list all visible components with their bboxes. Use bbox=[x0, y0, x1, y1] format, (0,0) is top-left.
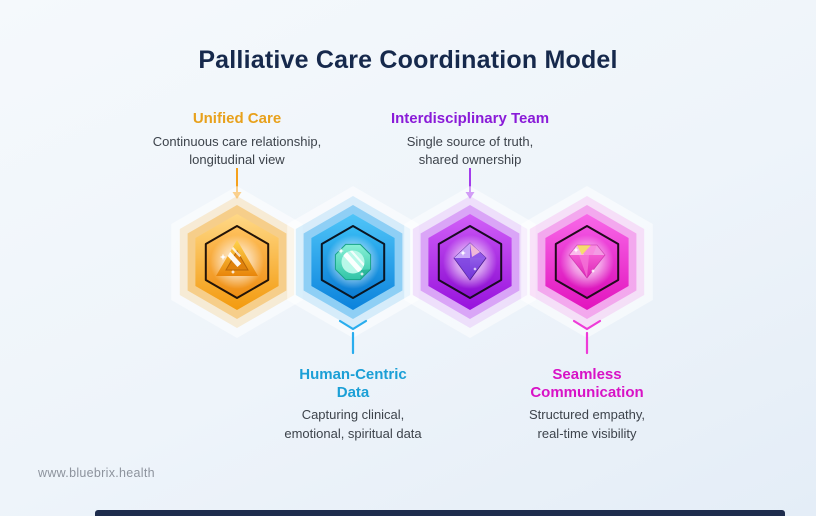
item-title-seamless-communication: Seamless Communication bbox=[530, 366, 644, 401]
hexagon-human-centric-data bbox=[287, 186, 419, 338]
item-description-interdisciplinary-team: Single source of truth, shared ownership bbox=[406, 133, 534, 167]
crystal-gem-icon bbox=[443, 235, 497, 289]
hexagon-unified-care bbox=[171, 186, 303, 338]
item-description-seamless-communication: Structured empathy, real-time visibility bbox=[528, 407, 646, 441]
label-seamless-communication: Seamless Communication Structured empath… bbox=[472, 366, 702, 443]
diamond-gem-icon bbox=[560, 235, 614, 289]
label-unified-care: Unified Care Continuous care relationshi… bbox=[112, 110, 362, 169]
item-title-unified-care: Unified Care bbox=[192, 110, 282, 127]
label-interdisciplinary-team: Interdisciplinary Team Single source of … bbox=[335, 110, 605, 169]
connector-seamless-communication bbox=[572, 319, 602, 355]
page-title: Palliative Care Coordination Model bbox=[198, 46, 618, 74]
bottom-accent-bar bbox=[95, 510, 785, 516]
hexagon-interdisciplinary-team bbox=[404, 186, 536, 338]
item-title-interdisciplinary-team: Interdisciplinary Team bbox=[390, 110, 550, 127]
label-human-centric-data: Human-Centric Data Capturing clinical, e… bbox=[238, 366, 468, 443]
connector-human-centric-data bbox=[338, 319, 368, 355]
item-title-human-centric-data: Human-Centric Data bbox=[299, 366, 407, 401]
website-url: www.bluebrix.health bbox=[38, 466, 155, 480]
hexagon-seamless-communication bbox=[521, 186, 653, 338]
triangle-gem-icon bbox=[210, 235, 264, 289]
item-description-human-centric-data: Capturing clinical, emotional, spiritual… bbox=[284, 407, 422, 441]
round-gem-icon bbox=[326, 235, 380, 289]
item-description-unified-care: Continuous care relationship, longitudin… bbox=[152, 133, 322, 167]
